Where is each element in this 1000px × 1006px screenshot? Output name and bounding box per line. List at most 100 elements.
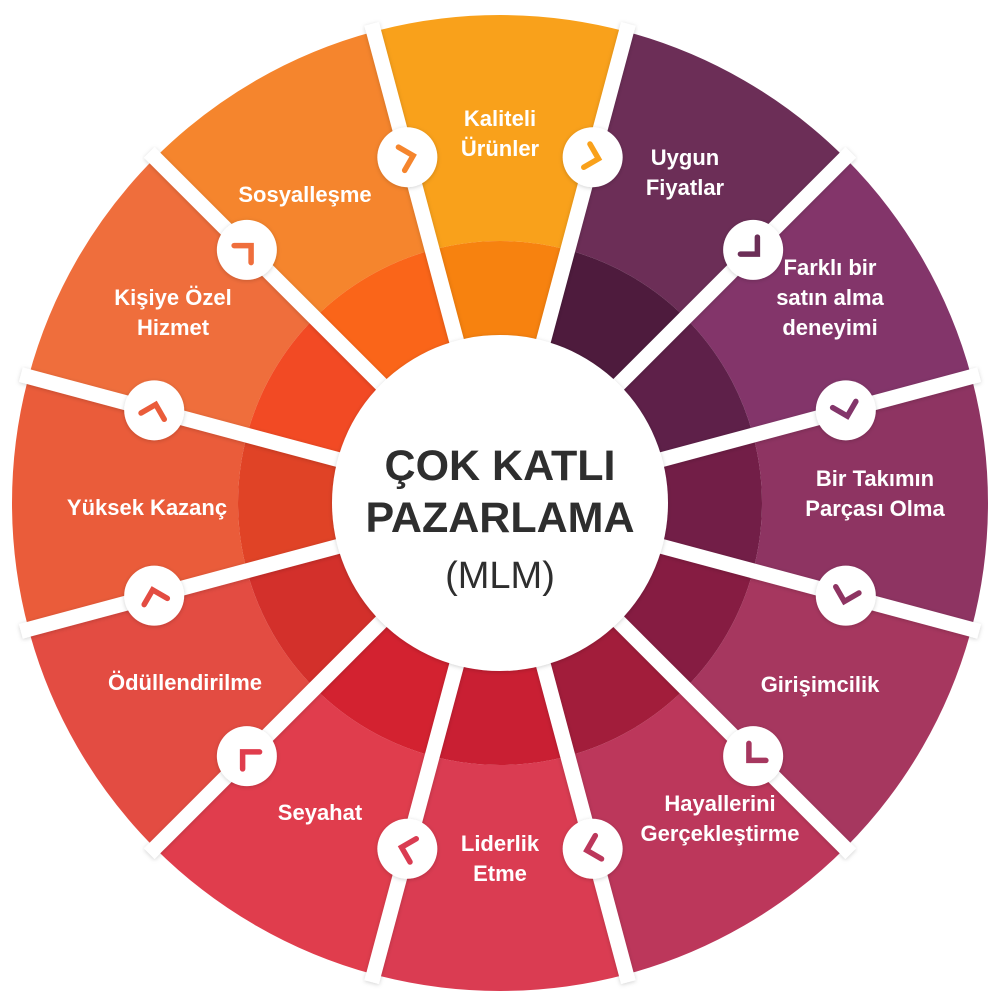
chevron-icon [833,584,862,606]
segment-outer [28,570,315,849]
label-line: Hayallerini [664,791,775,816]
segment-outer [685,570,972,849]
label-line: Gerçekleştirme [641,821,800,846]
knob-circle [377,818,438,879]
segment-outer [154,31,433,318]
knob-circle [216,219,277,280]
chevron-icon [141,586,171,608]
center-circle [332,335,668,671]
segment-outer [567,31,846,318]
label-line: deneyimi [782,315,877,340]
segment-label--d-llendirilme: Ödüllendirilme [108,670,262,695]
segment-divider [18,534,358,639]
chevron-knob [216,726,277,787]
segment-outer [12,376,247,630]
label-line: Seyahat [278,800,363,825]
knob-circle [216,726,277,787]
segment-divider [143,603,400,860]
label-line: Bir Takımın [816,466,934,491]
chevron-icon [397,836,419,865]
label-line: Fiyatlar [646,175,725,200]
segment-bir-tak-m-n-par-as-olma [654,376,988,630]
center-title-line2: PAZARLAMA [365,494,634,542]
segment-label-sosyalle-me: Sosyalleşme [238,182,371,207]
segment-divider [642,367,982,472]
segment-y-ksek-kazan- [12,376,346,630]
chevron-knob [216,219,277,280]
segment-outer [685,157,972,436]
segment-label-giri-imcilik: Girişimcilik [761,672,880,697]
chevron-icon [829,398,859,420]
segment-divider [531,645,636,985]
chevron-icon [583,832,605,862]
segment-outer [373,756,627,991]
knob-circle [377,127,438,188]
segment-divider [364,21,469,361]
label-line: satın alma [776,285,884,310]
segment-inner [654,435,762,571]
chevron-knob [377,127,438,188]
center-subtitle: (MLM) [445,555,555,597]
chevron-icon [746,740,769,764]
label-line: Parçası Olma [805,496,945,521]
segment-outer [753,376,988,630]
label-line: Uygun [651,145,719,170]
chevron-knob [562,818,623,879]
chevron-knob [723,726,784,787]
segment-divider [531,21,636,361]
segment-liderlik-etme [373,657,627,991]
segment-inner [432,241,568,349]
segment-divider [18,367,358,472]
knob-circle [815,380,876,441]
label-line: Etme [473,861,527,886]
knob-circle [124,565,185,626]
segment-inner [238,435,346,571]
label-line: Girişimcilik [761,672,880,697]
chevron-icon [581,141,603,170]
chevron-knob [124,565,185,626]
label-line: Yüksek Kazanç [67,495,227,520]
label-line: Kişiye Özel [114,285,231,310]
segment-inner [432,657,568,765]
chevron-knob [377,818,438,879]
segment-outer [373,14,627,250]
segment-label-seyahat: Seyahat [278,800,363,825]
segment-kaliteli-r-nler [373,14,627,349]
label-line: Hizmet [137,315,210,340]
segment-divider [600,146,857,403]
chevron-icon [231,242,254,266]
segment-outer [154,688,433,975]
label-line: Sosyalleşme [238,182,371,207]
knob-circle [723,219,784,280]
knob-circle [124,380,185,441]
chevron-knob [723,219,784,280]
chevron-knob [124,380,185,441]
segment-label-y-ksek-kazan-: Yüksek Kazanç [67,495,227,520]
chevron-icon [239,749,263,772]
chevron-knob [815,565,876,626]
label-line: Farklı bir [784,255,877,280]
label-line: Liderlik [461,831,540,856]
segment-divider [143,146,400,403]
segment-divider [642,534,982,639]
knob-circle [562,127,623,188]
chevron-icon [138,400,167,422]
chevron-icon [395,144,417,174]
label-line: Kaliteli [464,106,536,131]
chevron-icon [737,234,761,257]
segment-outer [567,688,846,975]
label-line: Ürünler [461,136,540,161]
knob-circle [723,726,784,787]
knob-circle [815,565,876,626]
segment-divider [364,645,469,985]
label-line: Ödüllendirilme [108,670,262,695]
chevron-knob [815,380,876,441]
segment-label-farkl-bir-sat-n-alma-deneyimi: Farklı bir satın alma deneyimi [776,255,884,340]
knob-circle [562,818,623,879]
segment-outer [28,157,315,436]
